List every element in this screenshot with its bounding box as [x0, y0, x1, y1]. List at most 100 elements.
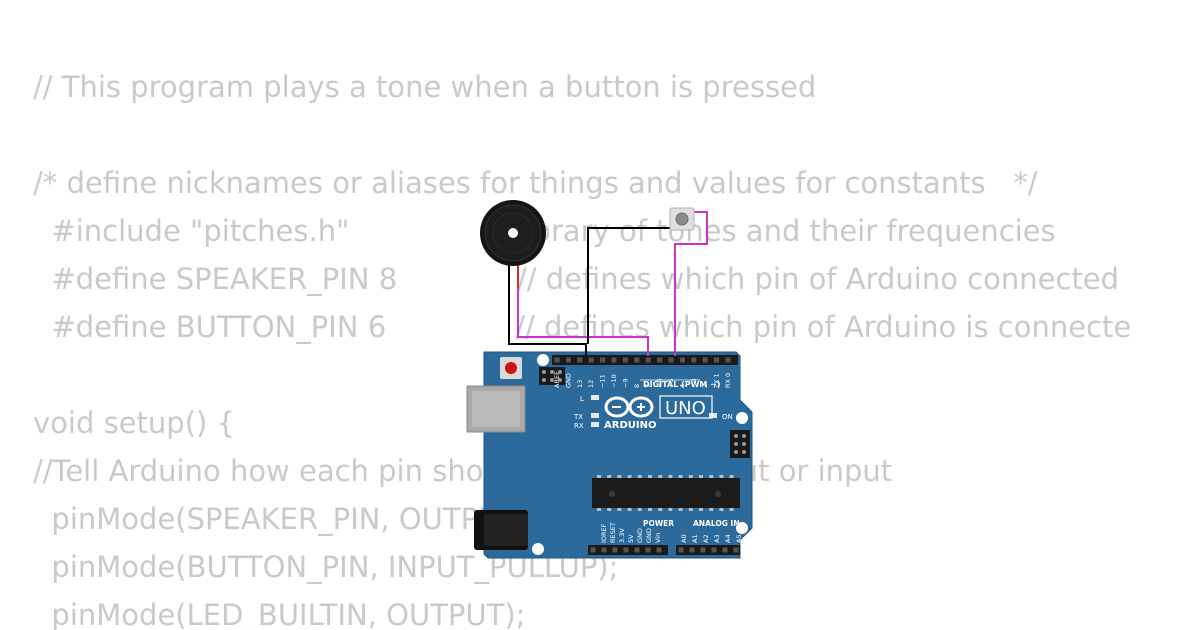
- digital-pin-label: GND: [564, 373, 572, 388]
- header-pin: [622, 357, 628, 363]
- power-pin-label: 5V: [627, 534, 635, 543]
- code-editor[interactable]: // This program plays a tone when a butt…: [0, 0, 1168, 630]
- header-pin: [590, 547, 596, 553]
- code-line[interactable]: pinMode(BUTTON_PIN, INPUT_PULLUP);: [33, 550, 619, 584]
- buzzer-icon[interactable]: [480, 200, 546, 266]
- wire-button-signal[interactable]: [674, 211, 708, 356]
- microcontroller-chip: [592, 475, 740, 511]
- digital-pin-label: 12: [587, 380, 595, 388]
- header-pin: [656, 547, 662, 553]
- digital-pin-label: ~11: [599, 374, 607, 388]
- led-tx: [591, 413, 599, 418]
- digital-pin-label: 7: [644, 384, 652, 388]
- mounting-hole: [532, 543, 544, 555]
- header-pin: [722, 547, 728, 553]
- digital-pin-label: 8: [633, 384, 641, 388]
- code-line[interactable]: pinMode(SPEAKER_PIN, OUTPUT);: [33, 502, 539, 536]
- digital-pin-label: ~6: [656, 378, 664, 388]
- header-pin: [689, 547, 695, 553]
- digital-header: [552, 355, 738, 365]
- code-line[interactable]: #define BUTTON_PIN 6 // defines which pi…: [33, 310, 1132, 344]
- digital-pin-label: 4: [678, 384, 686, 388]
- header-pin: [700, 547, 706, 553]
- power-pin-label: GND: [645, 528, 653, 543]
- analog-header: [676, 545, 740, 555]
- header-pin: [611, 357, 617, 363]
- arduino-logo-icon: [604, 396, 654, 418]
- header-pin: [612, 547, 618, 553]
- header-pin: [565, 357, 571, 363]
- header-pin: [588, 357, 594, 363]
- analog-pin-label: A1: [691, 534, 699, 543]
- wire-button-gnd[interactable]: [587, 227, 671, 344]
- header-pin: [678, 547, 684, 553]
- led-rx: [591, 422, 599, 427]
- analog-label: ANALOG IN: [693, 519, 740, 528]
- digital-pin-label: ~3: [690, 378, 698, 388]
- uno-badge: [659, 395, 713, 419]
- header-pin: [634, 357, 640, 363]
- header-pin: [601, 547, 607, 553]
- power-pin-label: IOREF: [600, 523, 608, 543]
- led-l: [591, 395, 599, 400]
- mounting-hole: [736, 522, 748, 534]
- header-pin: [623, 547, 629, 553]
- digital-pin-label: 13: [576, 380, 584, 388]
- digital-pin-label: TX 1: [713, 373, 721, 389]
- code-line[interactable]: /* define nicknames or aliases for thing…: [33, 166, 1038, 200]
- header-pin: [725, 357, 731, 363]
- header-pin: [657, 357, 663, 363]
- digital-pin-label: AREF: [553, 371, 561, 388]
- header-pin: [702, 357, 708, 363]
- led-on: [709, 413, 717, 418]
- icsp-header-right: [730, 430, 750, 458]
- header-pin: [711, 547, 717, 553]
- pushbutton-icon[interactable]: [669, 207, 695, 231]
- header-pin: [634, 547, 640, 553]
- code-line[interactable]: void setup() {: [33, 406, 235, 440]
- icsp-header: [539, 367, 565, 385]
- header-pin: [645, 547, 651, 553]
- code-line[interactable]: // This program plays a tone when a butt…: [33, 70, 817, 104]
- header-pin: [733, 547, 739, 553]
- header-pin: [554, 357, 560, 363]
- mounting-hole: [537, 354, 549, 366]
- power-label: POWER: [643, 519, 674, 528]
- analog-pin-label: A4: [724, 534, 732, 543]
- header-pin: [679, 357, 685, 363]
- led-rx-label: RX: [574, 422, 584, 430]
- digital-pin-label: ~5: [667, 378, 675, 388]
- led-on-label: ON: [722, 413, 733, 421]
- board-model: UNO: [665, 398, 706, 419]
- wires[interactable]: [508, 211, 708, 356]
- digital-pin-label: RX 0: [724, 373, 732, 388]
- power-pin-label: Vin: [654, 533, 662, 543]
- digital-pin-label: ~10: [610, 374, 618, 388]
- code-line[interactable]: pinMode(LED_BUILTIN, OUTPUT);: [33, 598, 526, 630]
- power-pin-label: RESET: [609, 522, 617, 543]
- wire-buzzer-signal[interactable]: [517, 288, 649, 356]
- code-line[interactable]: #define SPEAKER_PIN 8 // defines which p…: [33, 262, 1120, 296]
- power-pin-label: 3.3V: [618, 528, 626, 543]
- analog-pin-label: A5: [735, 534, 743, 543]
- wire-buzzer-gnd[interactable]: [508, 258, 587, 356]
- analog-pin-label: A2: [702, 534, 710, 543]
- led-tx-label: TX: [573, 413, 583, 421]
- power-pin-label: GND: [636, 528, 644, 543]
- analog-pin-label: A3: [713, 534, 721, 543]
- header-pin: [577, 357, 583, 363]
- header-pin: [645, 357, 651, 363]
- header-pin: [691, 357, 697, 363]
- digital-label: DIGITAL (PWM ~): [643, 380, 721, 389]
- mounting-hole: [736, 412, 748, 424]
- digital-pin-label: ~9: [621, 378, 629, 388]
- header-pin: [600, 357, 606, 363]
- header-pin: [714, 357, 720, 363]
- analog-pin-label: A0: [680, 534, 688, 543]
- board-brand: ARDUINO: [604, 420, 656, 431]
